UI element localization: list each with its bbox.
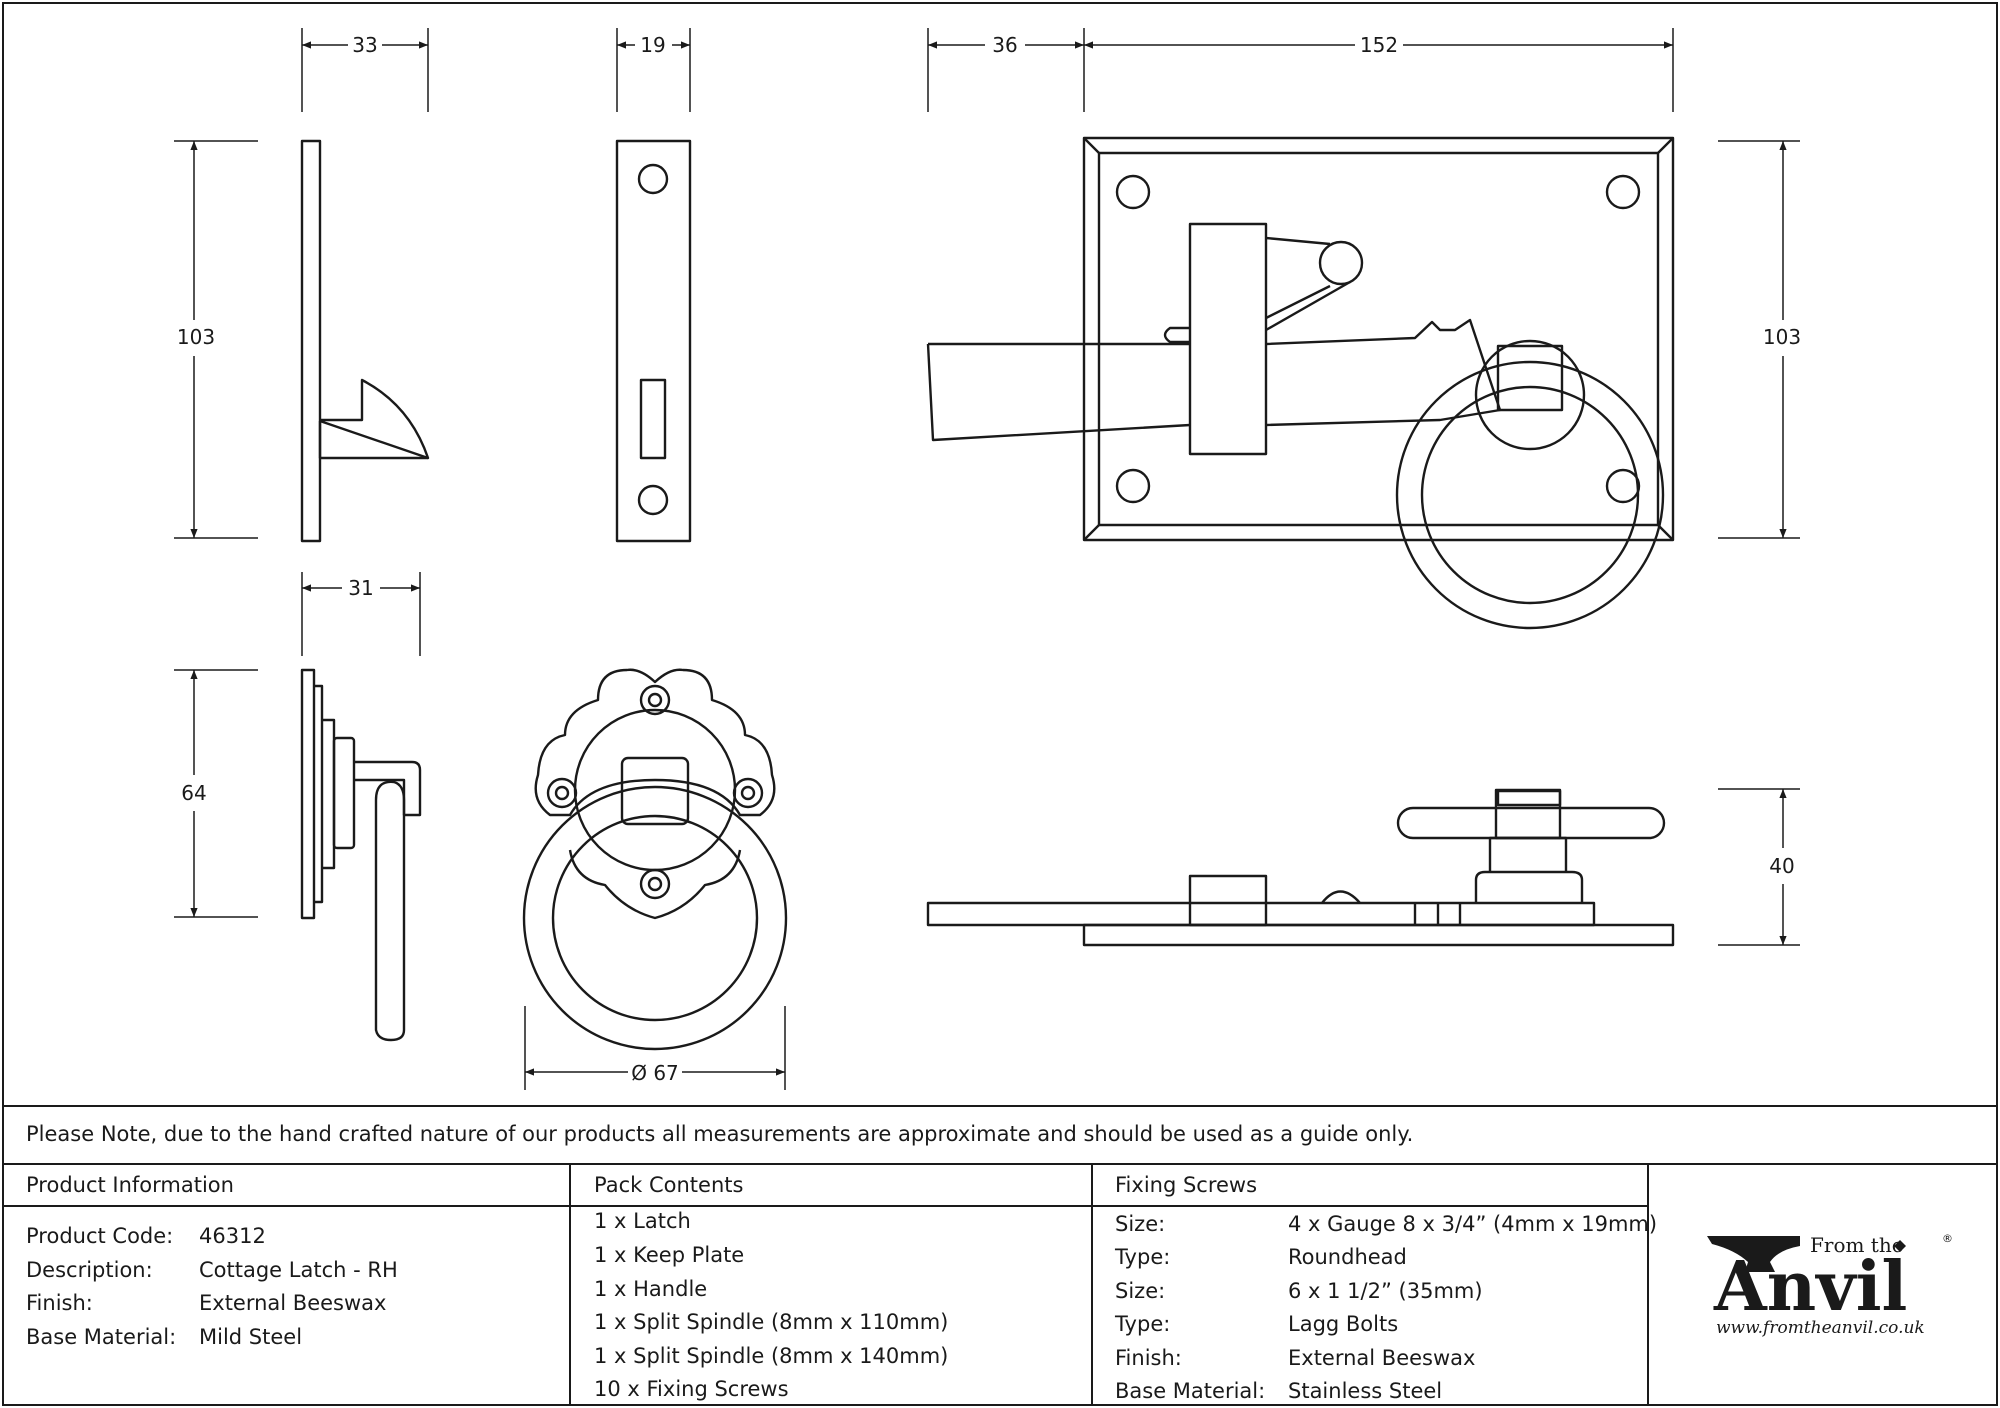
diamond-icon <box>1894 1240 1906 1252</box>
screw-value: 4 x Gauge 8 x 3/4” (4mm x 19mm) <box>1288 1212 1658 1236</box>
product-info-label: Base Material: <box>26 1325 177 1349</box>
screw-value: External Beeswax <box>1288 1346 1476 1370</box>
dim-plan-height: 40 <box>1769 854 1794 878</box>
product-info-value: External Beeswax <box>199 1291 387 1315</box>
dim-handle-side-height: 64 <box>181 781 206 805</box>
dim-latch-side-width: 33 <box>352 33 377 57</box>
pack-item: 1 x Keep Plate <box>594 1243 745 1267</box>
keep-plate-view <box>615 139 692 543</box>
product-info-label: Description: <box>26 1258 153 1282</box>
dim-plate-width: 152 <box>1360 33 1398 57</box>
pack-item: 1 x Handle <box>594 1277 708 1301</box>
product-info-value: Mild Steel <box>199 1325 303 1349</box>
pack-item: 1 x Split Spindle (8mm x 140mm) <box>594 1344 949 1368</box>
screw-value: Roundhead <box>1288 1245 1407 1269</box>
pack-item: 10 x Fixing Screws <box>594 1377 789 1401</box>
screw-label: Type: <box>1115 1312 1171 1336</box>
screw-value: 6 x 1 1/2” (35mm) <box>1288 1279 1483 1303</box>
dim-ring-diameter: Ø 67 <box>631 1061 679 1085</box>
screw-value: Stainless Steel <box>1288 1379 1443 1403</box>
product-info-label: Finish: <box>26 1291 93 1315</box>
logo-anvil: Anvil <box>1713 1247 1907 1327</box>
brand-logo: From the Anvil ® www.fromtheanvil.co.uk <box>1707 1232 1953 1338</box>
latch-side-view <box>300 139 430 543</box>
screw-label: Base Material: <box>1115 1379 1266 1403</box>
handle-side-view <box>300 668 422 1042</box>
screw-value: Lagg Bolts <box>1288 1312 1399 1336</box>
product-info-value: Cottage Latch - RH <box>199 1258 398 1282</box>
handle-front-view <box>522 668 788 1051</box>
anvil-icon <box>1707 1236 1800 1272</box>
product-info-header: Product Information <box>26 1173 234 1197</box>
dim-plate-height: 103 <box>1763 325 1801 349</box>
latch-plan-view <box>926 788 1675 947</box>
disclaimer-note: Please Note, due to the hand crafted nat… <box>26 1122 1414 1146</box>
latch-front-view <box>926 136 1675 630</box>
logo-registered: ® <box>1942 1232 1953 1245</box>
logo-from-the: From the <box>1810 1233 1904 1257</box>
dim-latch-side-height: 103 <box>177 325 215 349</box>
pack-item: 1 x Split Spindle (8mm x 110mm) <box>594 1310 949 1334</box>
fixing-screws-header: Fixing Screws <box>1115 1173 1258 1197</box>
screw-label: Finish: <box>1115 1346 1182 1370</box>
product-info-label: Product Code: <box>26 1224 174 1248</box>
product-info-value: 46312 <box>199 1224 266 1248</box>
screw-label: Type: <box>1115 1245 1171 1269</box>
screw-label: Size: <box>1115 1279 1166 1303</box>
screw-label: Size: <box>1115 1212 1166 1236</box>
logo-url: www.fromtheanvil.co.uk <box>1716 1318 1925 1338</box>
dim-latch-offset: 36 <box>992 33 1017 57</box>
pack-contents-header: Pack Contents <box>594 1173 744 1197</box>
dim-keep-width: 19 <box>640 33 665 57</box>
pack-item: 1 x Latch <box>594 1209 691 1233</box>
dim-handle-side-width: 31 <box>348 576 373 600</box>
